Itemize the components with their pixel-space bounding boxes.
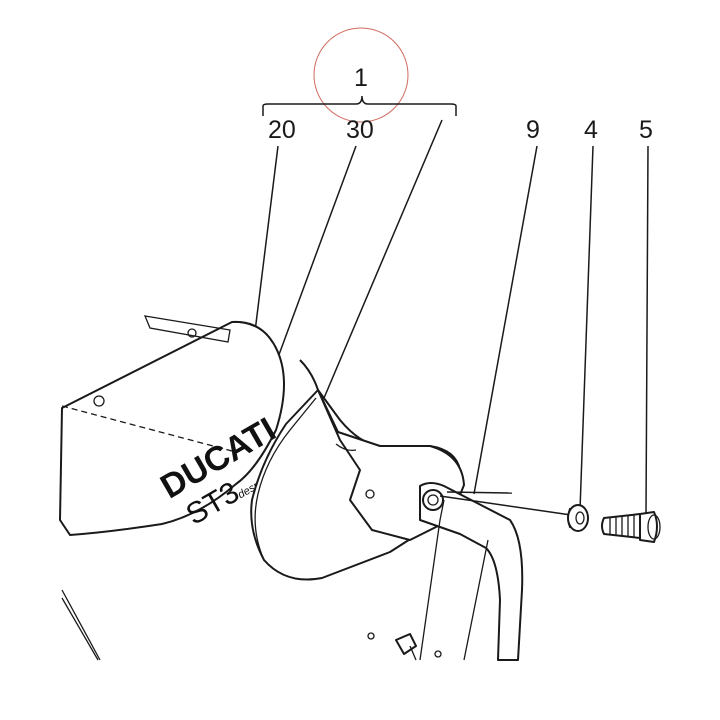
annotation-circle — [313, 27, 409, 123]
callout-4: 4 — [584, 116, 598, 144]
rubber-pad-line — [446, 491, 513, 494]
assembly-axis — [439, 495, 579, 517]
callout-9: 9 — [526, 116, 540, 144]
callout-5: 5 — [639, 116, 653, 144]
leader-1 — [323, 119, 443, 399]
washer-part — [567, 504, 589, 532]
leader-4 — [579, 145, 594, 511]
callout-20: 20 — [268, 116, 296, 144]
callout-30: 30 — [346, 116, 374, 144]
leader-5 — [645, 145, 649, 515]
group-bracket — [262, 95, 457, 116]
callout-1: 1 — [354, 64, 368, 92]
leader-9 — [473, 145, 538, 495]
lower-body-edge — [61, 597, 99, 661]
fairing-panel — [59, 315, 285, 661]
screw-part — [601, 511, 661, 543]
mounting-bracket — [367, 482, 524, 661]
